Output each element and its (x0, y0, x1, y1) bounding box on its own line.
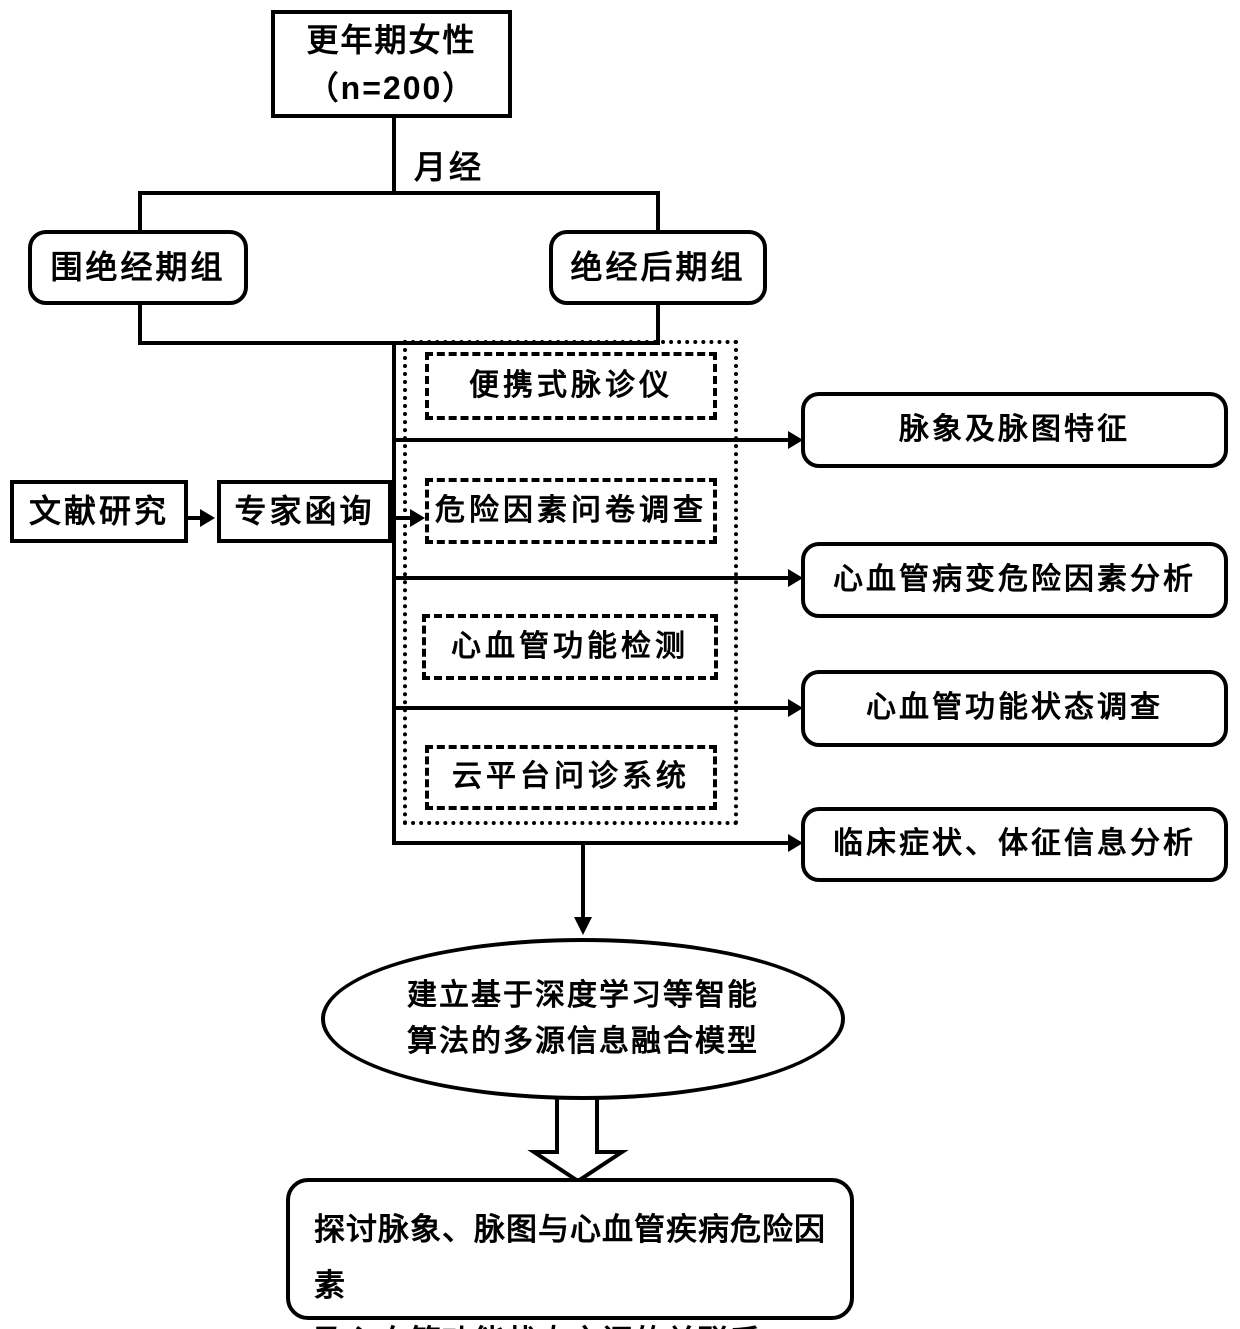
group-postmenopause-box: 绝经后期组 (549, 230, 767, 305)
group-perimenopause-box: 围绝经期组 (28, 230, 248, 305)
output-clinical-sign-analysis-box: 临床症状、体征信息分析 (801, 807, 1228, 882)
population-line2: （n=200） (306, 70, 477, 106)
fusion-model-line2: 算法的多源信息融合模型 (407, 1025, 759, 1058)
tool-risk-questionnaire-box: 危险因素问卷调查 (425, 478, 717, 544)
conclusion-line2: 及心血管功能状态之间的关联系 (314, 1314, 834, 1329)
data-collection-dotted-frame (403, 340, 738, 825)
block-arrow-down (527, 1085, 629, 1184)
literature-research-box: 文献研究 (10, 480, 188, 543)
menses-branch-label: 月经 (414, 149, 485, 185)
output-risk-factor-analysis-box: 心血管病变危险因素分析 (801, 542, 1228, 618)
output-cardio-status-survey-box: 心血管功能状态调查 (801, 670, 1228, 747)
conclusion-line1: 探讨脉象、脉图与心血管疾病危险因素 (314, 1212, 826, 1303)
tool-pulse-device-box: 便携式脉诊仪 (425, 352, 717, 420)
conclusion-box: 探讨脉象、脉图与心血管疾病危险因素 及心血管功能状态之间的关联系 (286, 1178, 854, 1329)
fusion-model-ellipse: 建立基于深度学习等智能 算法的多源信息融合模型 (321, 938, 845, 1100)
population-line1: 更年期女性 (306, 22, 477, 58)
tool-cardio-function-test-box: 心血管功能检测 (422, 614, 718, 680)
fusion-model-line1: 建立基于深度学习等智能 (407, 979, 759, 1012)
output-pulse-features-box: 脉象及脉图特征 (801, 392, 1228, 468)
population-box: 更年期女性 （n=200） (271, 10, 512, 118)
tool-cloud-inquiry-system-box: 云平台问诊系统 (425, 745, 717, 810)
expert-consultation-box: 专家函询 (217, 480, 392, 543)
